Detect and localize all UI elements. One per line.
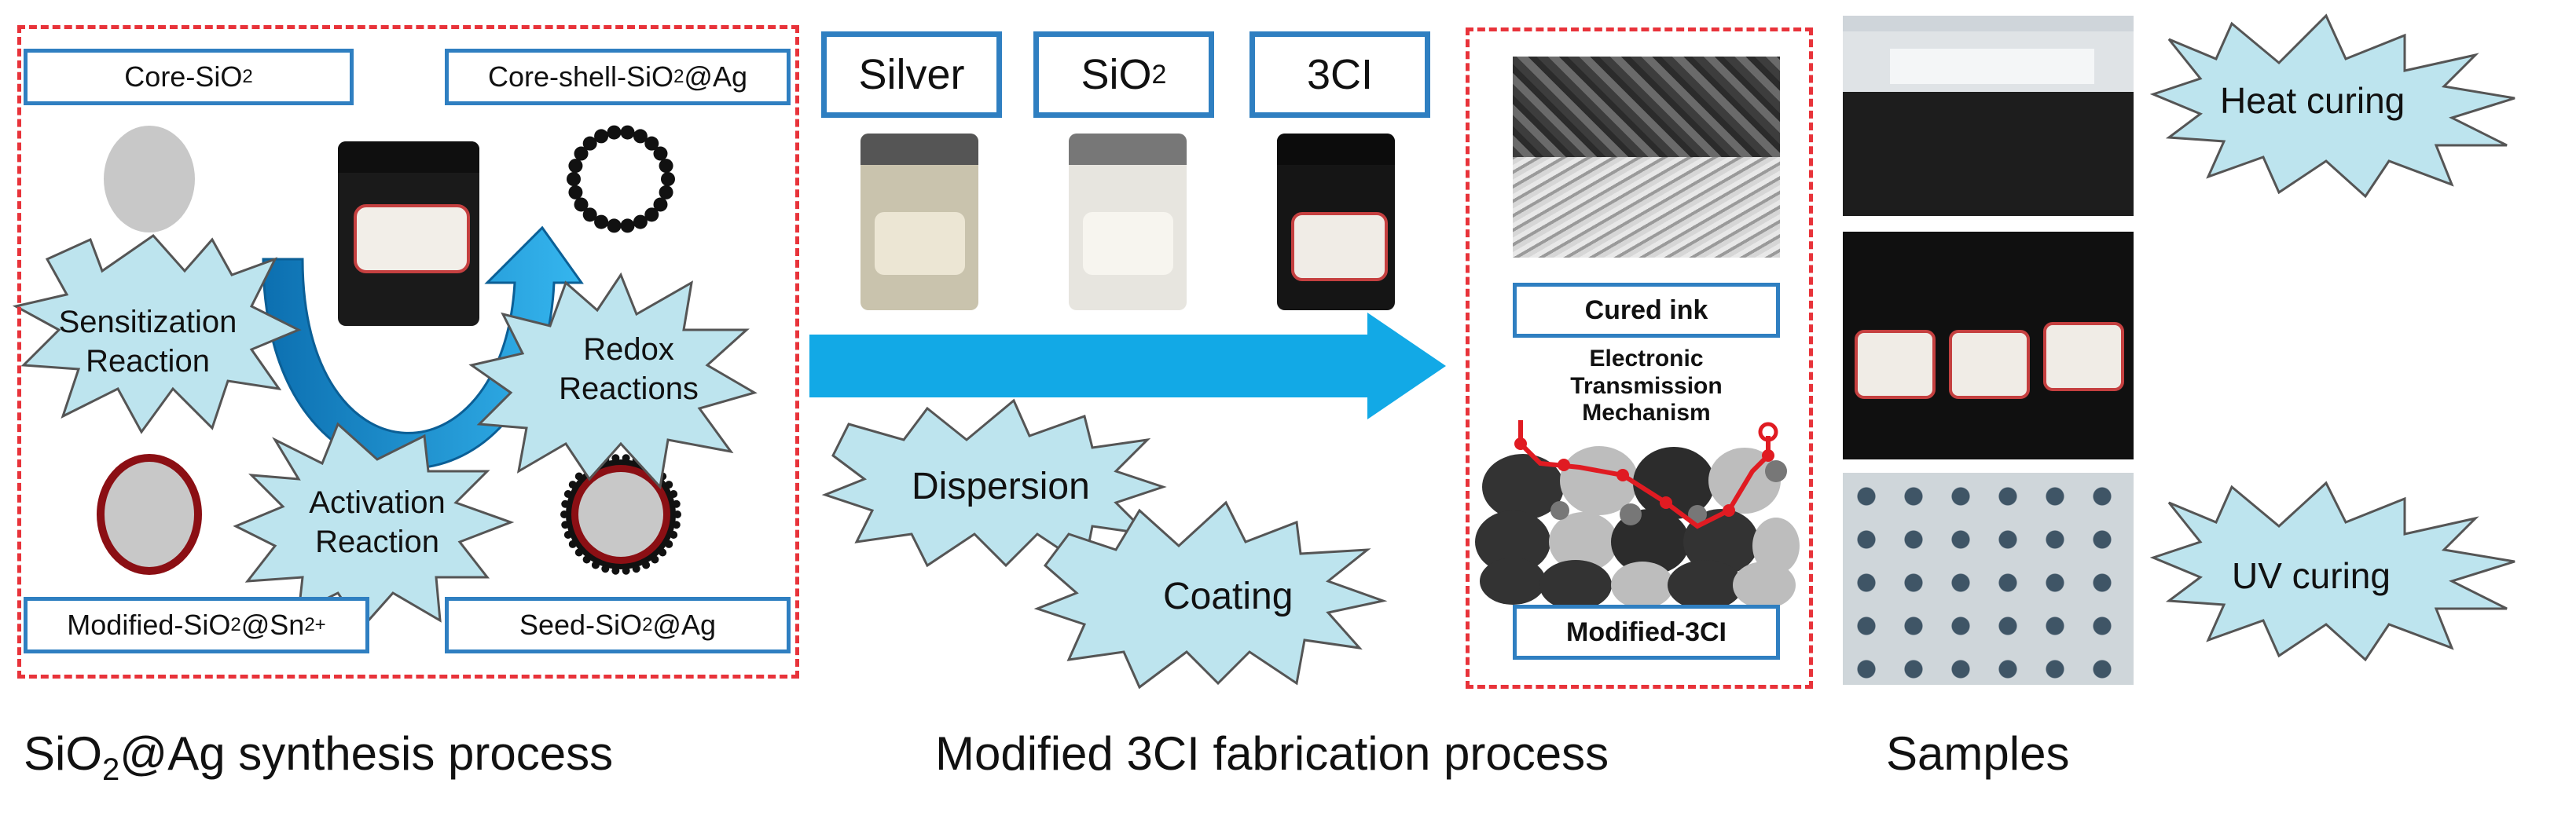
ag-nanoparticle: [622, 566, 630, 575]
redox-burst: [468, 272, 758, 490]
ag-nanoparticle: [591, 561, 600, 569]
sensitization-burst: [12, 234, 302, 434]
ag-nanoparticle: [561, 521, 570, 529]
ag-nanoparticle: [644, 136, 659, 151]
dispersion-label: Dispersion: [912, 466, 1090, 507]
ag-nanoparticle: [574, 548, 583, 557]
core-sio2-particle: [104, 126, 195, 232]
ag-nanoparticle: [574, 472, 583, 481]
coating-label: Coating: [1163, 576, 1294, 617]
ag-nanoparticle: [661, 172, 675, 186]
ag-nanoparticle: [568, 481, 577, 489]
ag-nanoparticle: [568, 540, 577, 548]
silver-vial-photo: [861, 134, 978, 310]
3ci-vial-photo: [1277, 134, 1395, 310]
uv-curing-photo: [1843, 473, 2134, 685]
ag-nanoparticle: [665, 540, 673, 548]
ag-nanoparticle: [620, 218, 635, 233]
core-shell-particle: [567, 125, 675, 233]
ag-nanoparticle: [673, 510, 681, 518]
ag-nanoparticle: [563, 531, 572, 540]
ag-nanoparticle: [620, 125, 635, 140]
heat-curing-burst: [2149, 13, 2515, 199]
ag-nanoparticle: [659, 185, 673, 199]
mechanism-title: Electronic Transmission Mechanism: [1570, 346, 1723, 426]
sem-image-top: [1513, 57, 1780, 157]
uv-curing-burst: [2149, 481, 2515, 662]
ag-nanoparticle: [611, 566, 620, 575]
ag-nanoparticle: [659, 548, 667, 557]
coating-burst: [1033, 500, 1388, 690]
cured-ink-panel: [1466, 27, 1813, 689]
ag-nanoparticle: [561, 499, 570, 508]
modified-3ci-particles: [1475, 420, 1800, 610]
heat-curing-photo: [1843, 16, 2134, 216]
ag-nanoparticle: [574, 197, 589, 212]
sem-image-bottom: [1513, 157, 1780, 258]
sio2-vial-photo: [1069, 134, 1187, 310]
ag-nanoparticle: [594, 129, 609, 144]
samples-caption: Samples: [1886, 727, 2070, 780]
ag-nanoparticle: [672, 521, 681, 529]
ag-nanoparticle: [670, 531, 678, 540]
ag-nanoparticle: [653, 146, 668, 161]
activation-burst: [233, 422, 515, 631]
modified-particle: [97, 454, 202, 575]
ag-nanoparticle: [611, 454, 620, 463]
ag-nanoparticle: [633, 129, 648, 144]
ag-nanoparticle: [607, 218, 622, 233]
ag-nanoparticle: [568, 185, 583, 199]
ag-nanoparticle: [670, 489, 678, 498]
seed-particle: [560, 454, 681, 575]
vials-photo: [1843, 232, 2134, 459]
ag-nanoparticle: [568, 159, 583, 174]
synthesis-panel: [17, 25, 799, 679]
3ci-material-box: 3CI: [1249, 31, 1430, 118]
heat-curing-label: Heat curing: [2220, 80, 2405, 121]
uv-curing-label: UV curing: [2232, 555, 2391, 596]
ag-nanoparticle: [653, 197, 668, 212]
ag-nanoparticle: [582, 136, 597, 151]
ag-nanoparticle: [642, 561, 651, 569]
ag-nanoparticle: [582, 555, 591, 564]
ag-nanoparticle: [567, 172, 581, 186]
ag-nanoparticle: [651, 555, 659, 564]
ag-nanoparticle: [574, 146, 589, 161]
ag-nanoparticle: [560, 510, 568, 518]
ag-nanoparticle: [582, 207, 597, 222]
modified-3ci-label: Modified-3CI: [1513, 605, 1780, 660]
ag-nanoparticle: [601, 565, 610, 573]
silver-material-box: Silver: [821, 31, 1002, 118]
ag-nanoparticle: [672, 499, 681, 508]
ag-nanoparticle: [632, 565, 640, 573]
ag-nanoparticle: [644, 207, 659, 222]
sio2-ag-vial-photo: [338, 141, 479, 326]
ag-nanoparticle: [607, 125, 622, 140]
ag-nanoparticle: [563, 489, 572, 498]
ag-nanoparticle: [665, 481, 673, 489]
ag-nanoparticle: [594, 214, 609, 229]
cured-ink-label: Cured ink: [1513, 283, 1780, 338]
synthesis-caption: SiO2@Ag synthesis process: [24, 727, 614, 787]
process-arrow: [809, 313, 1446, 419]
ag-nanoparticle: [622, 454, 630, 463]
ag-nanoparticle: [659, 159, 673, 174]
fabrication-caption: Modified 3CI fabrication process: [935, 727, 1609, 780]
dispersion-burst: [821, 398, 1167, 568]
ag-nanoparticle: [633, 214, 648, 229]
